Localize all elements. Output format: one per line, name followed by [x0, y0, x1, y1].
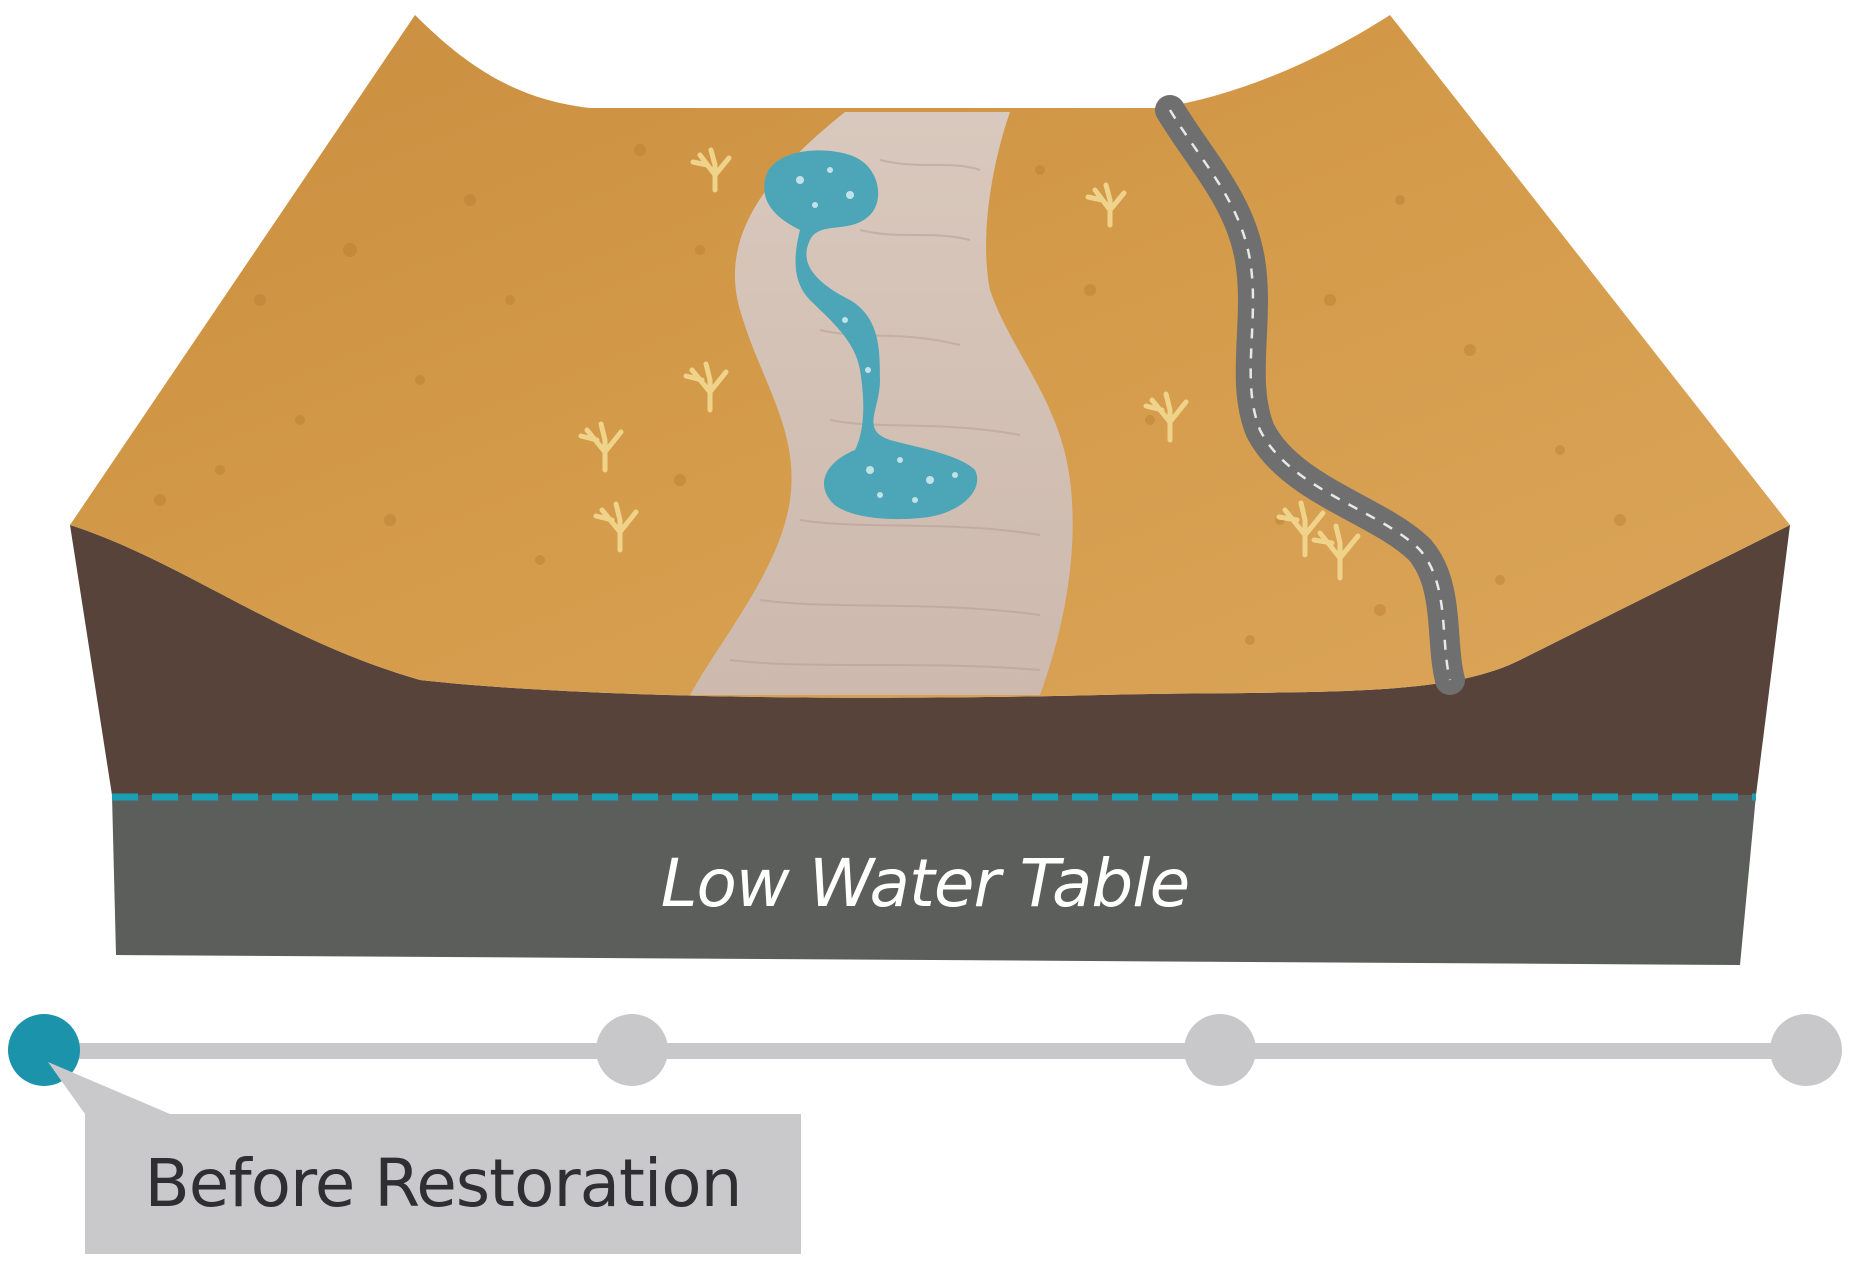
timeline-track: [40, 1043, 1810, 1059]
road-icon: [1155, 95, 1465, 695]
timeline-stop-2[interactable]: [596, 1014, 668, 1086]
restoration-timeline: [0, 1000, 1850, 1100]
dead-tree-icon: [578, 147, 1361, 581]
water-pool-icon: [764, 150, 978, 520]
water-table-label: Low Water Table: [660, 845, 1190, 922]
bedrock-layer: [112, 795, 1756, 965]
soil-layer: [70, 525, 1790, 795]
surface-texture: [154, 134, 1626, 645]
upper-pool: [764, 150, 978, 520]
timeline-stop-4[interactable]: [1770, 1014, 1842, 1086]
label-pointer: [48, 1062, 170, 1114]
channel-ripples: [729, 159, 1041, 671]
timeline-stop-3[interactable]: [1184, 1014, 1256, 1086]
dry-river-channel: [690, 112, 1073, 695]
stage-label: Before Restoration: [85, 1114, 801, 1254]
